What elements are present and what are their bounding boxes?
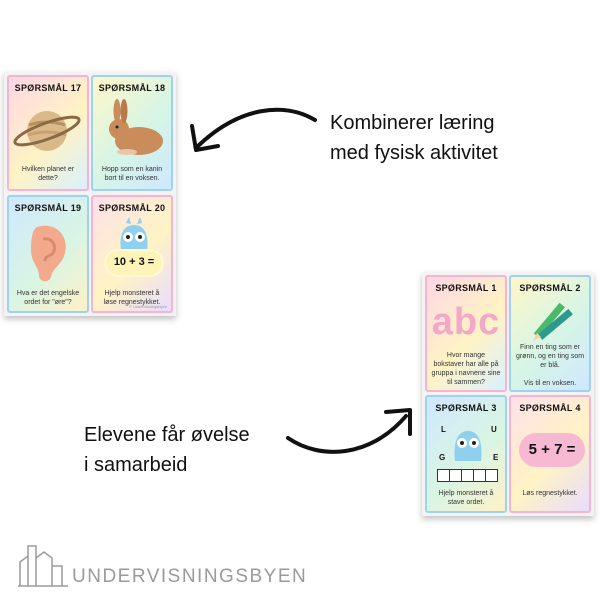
equation-text: 5 + 7 =	[528, 441, 576, 458]
equation-text: 10 + 3 =	[113, 256, 155, 268]
rabbit-icon	[109, 99, 163, 155]
ear-icon	[31, 225, 66, 282]
monster-icon	[454, 431, 482, 461]
question-card-1: SPØRSMÅL 1 abc Hvor mange bokstaver har …	[425, 275, 507, 392]
question-card-17: SPØRSMÅL 17 Hvilken planet er dette?	[7, 75, 89, 191]
letter-l: L	[441, 425, 446, 434]
card-title: SPØRSMÅL 17	[14, 83, 82, 93]
letter-g: G	[439, 453, 446, 462]
letter-u: U	[491, 425, 497, 434]
card-question: Hvor mange bokstaver har alle på gruppa …	[431, 352, 501, 386]
caption-bottom: Elevene får øvelse i samarbeid	[84, 420, 250, 480]
worksheet-bottom: SPØRSMÅL 1 abc Hvor mange bokstaver har …	[422, 272, 594, 516]
card-question: Hjelp monsteret å stave ordet.	[438, 490, 494, 506]
card-title: SPØRSMÅL 19	[14, 203, 82, 213]
city-skyline-icon	[18, 545, 68, 587]
arrow-right-icon	[286, 408, 412, 454]
caption-bottom-line1: Elevene får øvelse	[84, 424, 250, 446]
worksheet-top: SPØRSMÅL 17 Hvilken planet er dette? SPØ…	[4, 72, 176, 316]
card-instruction: Vis til en voksen.	[523, 380, 577, 387]
answer-box	[462, 469, 474, 482]
caption-top: Kombinerer læring med fysisk aktivitet	[330, 108, 498, 168]
card-question: Hopp som en kanin bort til en voksen.	[101, 166, 163, 182]
pencils-icon	[533, 302, 573, 341]
card-question: Finn en ting som er grønn, og en ting so…	[515, 344, 585, 369]
card-question: Løs regnestykket.	[522, 490, 578, 497]
letter-e: E	[493, 453, 499, 462]
answer-box	[474, 469, 486, 482]
equation-cloud	[106, 251, 162, 275]
card-question: Hvilken planet er dette?	[21, 166, 75, 182]
question-card-2: SPØRSMÅL 2 Finn en ting som er grønn, og…	[509, 275, 591, 392]
abc-letters: abc	[431, 301, 501, 343]
card-title: SPØRSMÅL 2	[519, 283, 581, 293]
monster-icon	[120, 217, 148, 251]
card-question: Hva er det engelske ordet for "øre"?	[16, 290, 80, 306]
answer-boxes	[437, 469, 498, 482]
question-card-20: SPØRSMÅL 20 10 + 3 = Hjelp monsteret å l…	[91, 195, 173, 313]
card-question: Hjelp monsteret å løse regnestykket.	[103, 290, 161, 306]
card-title: SPØRSMÅL 4	[519, 403, 581, 413]
question-card-4: SPØRSMÅL 4 5 + 7 = Løs regnestykket.	[509, 395, 591, 513]
question-card-18: SPØRSMÅL 18 Hopp som en kanin bort til e…	[91, 75, 173, 191]
caption-bottom-line2: i samarbeid	[84, 454, 188, 476]
arrow-left-icon	[190, 107, 317, 152]
answer-box	[437, 469, 450, 482]
card-title: SPØRSMÅL 20	[98, 203, 166, 213]
question-card-3: SPØRSMÅL 3 L U G E Hjelp monsteret å sta…	[425, 395, 507, 513]
caption-top-line2: med fysisk aktivitet	[330, 142, 498, 164]
cloud-icon	[519, 433, 585, 467]
copyright-text: © Undervisningsbyen	[128, 304, 167, 309]
card-title: SPØRSMÅL 1	[435, 283, 497, 293]
question-card-19: SPØRSMÅL 19 Hva er det engelske ordet fo…	[7, 195, 89, 313]
answer-box	[450, 469, 462, 482]
card-title: SPØRSMÅL 3	[435, 403, 497, 413]
brand-name: UNDERVISNINGSBYEN	[72, 566, 308, 587]
caption-top-line1: Kombinerer læring	[330, 112, 495, 134]
card-title: SPØRSMÅL 18	[98, 83, 166, 93]
saturn-icon	[13, 111, 81, 151]
answer-box	[486, 469, 498, 482]
